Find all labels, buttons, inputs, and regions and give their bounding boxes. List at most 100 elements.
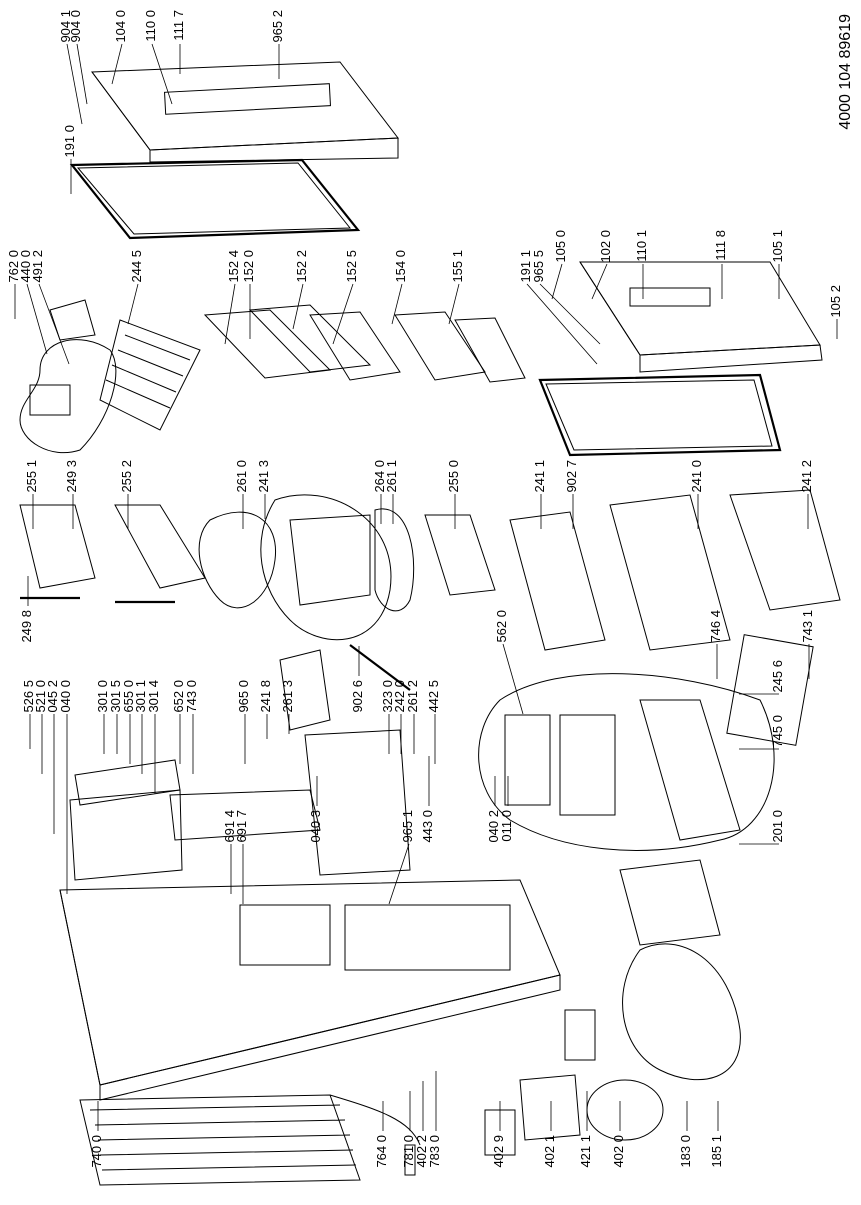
part-label-p6520: 652 0 [171, 680, 186, 713]
part-label-p9651: 965 1 [400, 810, 415, 843]
leader-line-p1540 [391, 283, 403, 325]
part-label-p2613: 261 3 [280, 680, 295, 713]
part-label-p9652: 965 2 [270, 10, 285, 43]
glass-shelf-2 [114, 504, 206, 589]
leader-line-p9651 [388, 843, 410, 905]
part-label-p7431: 743 1 [800, 610, 815, 643]
part-label-p1910: 191 0 [62, 125, 77, 158]
part-label-p1101: 110 1 [634, 230, 649, 262]
part-label-p1830: 183 0 [678, 1135, 693, 1168]
leader-line-p4400 [26, 283, 48, 355]
part-label-p0110: 011 0 [499, 810, 514, 842]
glass-shelf-1 [19, 504, 96, 589]
part-label-p5620: 562 0 [494, 610, 509, 643]
part-label-p2551: 255 1 [24, 460, 39, 493]
part-label-p2611: 261 1 [384, 460, 399, 493]
leader-line-p1524 [224, 283, 236, 345]
part-label-p6550: 655 0 [121, 680, 136, 713]
part-label-p4022: 402 2 [414, 1135, 429, 1168]
part-label-p0400: 040 0 [58, 680, 73, 713]
part-label-p1911: 191 1 [518, 250, 533, 283]
part-label-p9650: 965 0 [236, 680, 251, 713]
part-label-p2498: 249 8 [19, 610, 34, 643]
fridge-gasket-drawing [538, 373, 782, 457]
part-label-p1040: 104 0 [113, 10, 128, 43]
balcony-5 [454, 317, 526, 383]
leader-line-p1551 [448, 283, 460, 325]
part-label-p7640: 764 0 [374, 1135, 389, 1168]
control-group-outline [19, 339, 117, 454]
leader-line-p1911 [526, 283, 598, 365]
fridge-door-drawing [579, 261, 821, 356]
part-label-p4020: 402 0 [611, 1135, 626, 1168]
part-label-p1052: 105 2 [828, 285, 843, 318]
leader-line-p2445 [127, 283, 139, 325]
part-label-p1540: 154 0 [393, 250, 408, 283]
part-label-p2445: 244 5 [129, 250, 144, 283]
part-label-p2010: 201 0 [770, 810, 785, 843]
part-label-p0402: 040 2 [486, 810, 501, 843]
freezer-drawer-3 [729, 489, 841, 611]
part-label-p2420: 242 0 [392, 680, 407, 713]
part-label-p4425: 442 5 [426, 680, 441, 713]
part-label-p9027: 902 7 [564, 460, 579, 493]
part-label-p9041: 904 1 [58, 10, 73, 43]
leader-line-p5620 [502, 643, 524, 715]
part-label-p1524: 152 4 [226, 250, 241, 283]
part-label-p1020: 102 0 [598, 230, 613, 263]
part-label-p1525: 152 5 [344, 250, 359, 283]
part-label-p4400: 440 0 [18, 250, 33, 283]
part-label-p1051: 105 1 [770, 230, 785, 263]
part-label-p2411: 241 1 [532, 460, 547, 493]
part-label-p9026: 902 6 [350, 680, 365, 713]
part-label-p7830: 783 0 [427, 1135, 442, 1168]
leader-line-p1525 [332, 283, 354, 345]
leader-line-p9655 [539, 283, 601, 345]
leader-line-p9040 [76, 43, 88, 105]
compressor-drawing [586, 1079, 664, 1141]
freezer-drawer-2 [609, 494, 731, 651]
part-label-p7620: 762 0 [6, 250, 21, 283]
balcony-1 [203, 309, 332, 379]
part-label-p7400: 740 0 [89, 1135, 104, 1168]
part-label-p1117: 111 7 [171, 10, 186, 41]
part-label-p7464: 746 4 [708, 610, 723, 643]
condenser-drawing [79, 1094, 361, 1186]
part-label-p2610: 261 0 [234, 460, 249, 493]
part-label-p1100: 110 0 [143, 10, 158, 42]
vegetable-box [304, 729, 411, 876]
evaporator-group-outline [478, 673, 775, 851]
part-label-p5265: 526 5 [21, 680, 36, 713]
part-label-p7430: 743 0 [184, 680, 199, 713]
fridge-cabinet-drawing [59, 879, 561, 1086]
part-label-p3230: 323 0 [380, 680, 395, 713]
part-label-p2640: 264 0 [372, 460, 387, 493]
air-duct [169, 789, 321, 841]
part-label-p2410: 241 0 [689, 460, 704, 493]
freezer-door-side [149, 137, 399, 163]
part-label-p4029: 402 9 [491, 1135, 506, 1168]
part-label-p1851: 185 1 [709, 1135, 724, 1168]
leader-line-p4912 [38, 283, 70, 365]
part-label-p2418: 241 8 [258, 680, 273, 713]
part-label-p2413: 241 3 [256, 460, 271, 493]
part-label-p0452: 045 2 [45, 680, 60, 713]
door-gasket-drawing [69, 158, 361, 240]
part-label-p1050: 105 0 [553, 230, 568, 263]
part-label-p7810: 781 0 [401, 1135, 416, 1168]
part-label-p1551: 155 1 [450, 250, 465, 283]
component-drawing [19, 61, 841, 1186]
part-label-p9040: 904 0 [68, 10, 83, 43]
leader-line-p1040 [111, 43, 123, 85]
part-label-p3010: 301 0 [95, 680, 110, 713]
part-label-p2456: 245 6 [770, 660, 785, 693]
leader-line-p1050 [551, 263, 563, 300]
part-label-p3011: 301 1 [133, 680, 148, 713]
part-label-p5210: 521 0 [33, 680, 48, 713]
part-label-p2550: 255 0 [446, 460, 461, 493]
balcony-3 [309, 311, 401, 381]
part-label-p2412: 241 2 [799, 460, 814, 493]
